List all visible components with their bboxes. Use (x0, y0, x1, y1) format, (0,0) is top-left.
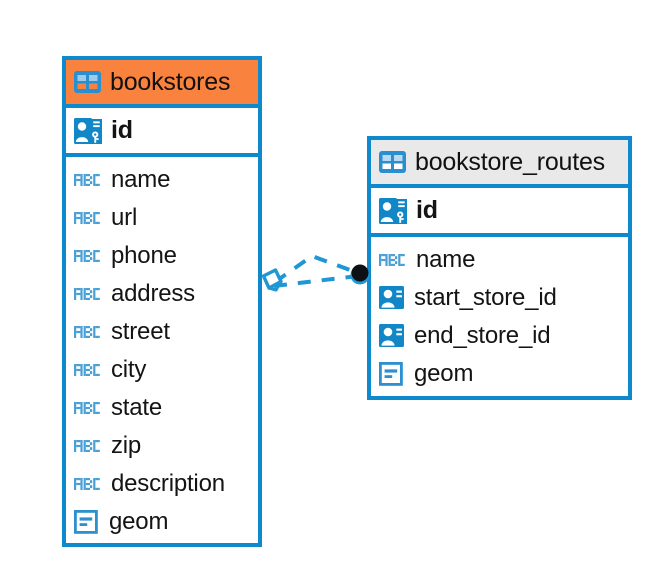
field-label: name (416, 246, 476, 273)
field-label: start_store_id (414, 284, 557, 311)
field-row-geom[interactable]: geom (66, 503, 258, 541)
field-row-state[interactable]: state (66, 389, 258, 427)
field-label: description (111, 470, 225, 497)
field-label: street (111, 318, 170, 345)
field-label-id: id (111, 116, 133, 144)
entity-bookstores[interactable]: bookstores id (62, 56, 262, 547)
field-label-id: id (416, 196, 438, 224)
field-row-start-store-id[interactable]: start_store_id (371, 279, 628, 317)
field-label: geom (414, 360, 474, 387)
field-row-end-store-id[interactable]: end_store_id (371, 317, 628, 355)
relationship-connector[interactable] (255, 240, 380, 315)
table-icon (74, 71, 101, 93)
text-abc-icon (74, 286, 102, 302)
text-abc-icon (74, 362, 102, 378)
entity-title: bookstores (110, 67, 231, 96)
text-abc-icon (74, 438, 102, 454)
text-abc-icon (74, 324, 102, 340)
field-label: end_store_id (414, 322, 551, 349)
field-label: geom (109, 508, 169, 535)
text-abc-icon (379, 252, 407, 268)
entity-bookstore-routes[interactable]: bookstore_routes id (367, 136, 632, 400)
field-label: zip (111, 432, 142, 459)
text-abc-icon (74, 400, 102, 416)
field-row-name[interactable]: name (371, 241, 628, 279)
field-label: state (111, 394, 163, 421)
field-row-primary-key[interactable]: id (371, 188, 628, 237)
field-list-bookstore-routes: name start_store_id (371, 237, 628, 393)
entity-header-bookstore-routes[interactable]: bookstore_routes (371, 140, 628, 188)
field-label: phone (111, 242, 177, 269)
field-row-city[interactable]: city (66, 351, 258, 389)
field-row-address[interactable]: address (66, 275, 258, 313)
field-row-name[interactable]: name (66, 161, 258, 199)
geometry-icon (378, 361, 405, 386)
diamond-crows-foot-marker (261, 268, 283, 292)
field-list-bookstores: name (66, 157, 258, 541)
field-row-phone[interactable]: phone (66, 237, 258, 275)
field-row-primary-key[interactable]: id (66, 108, 258, 157)
field-row-street[interactable]: street (66, 313, 258, 351)
field-label: url (111, 204, 138, 231)
primary-key-icon (379, 197, 407, 224)
field-label: address (111, 280, 195, 307)
table-icon (379, 151, 406, 173)
geometry-icon (73, 509, 100, 534)
primary-key-icon (74, 117, 102, 144)
entity-header-bookstores[interactable]: bookstores (66, 60, 258, 108)
foreign-key-icon (379, 286, 405, 310)
field-row-geom[interactable]: geom (371, 355, 628, 393)
entity-title: bookstore_routes (415, 147, 605, 176)
text-abc-icon (74, 210, 102, 226)
text-abc-icon (74, 476, 102, 492)
field-label: city (111, 356, 147, 383)
relationship-line-upper (273, 253, 359, 284)
relationship-line-lower (273, 274, 359, 288)
field-row-zip[interactable]: zip (66, 427, 258, 465)
field-row-url[interactable]: url (66, 199, 258, 237)
text-abc-icon (74, 248, 102, 264)
field-row-description[interactable]: description (66, 465, 258, 503)
foreign-key-icon (379, 324, 405, 348)
field-label: name (111, 166, 171, 193)
text-abc-icon (74, 172, 102, 188)
